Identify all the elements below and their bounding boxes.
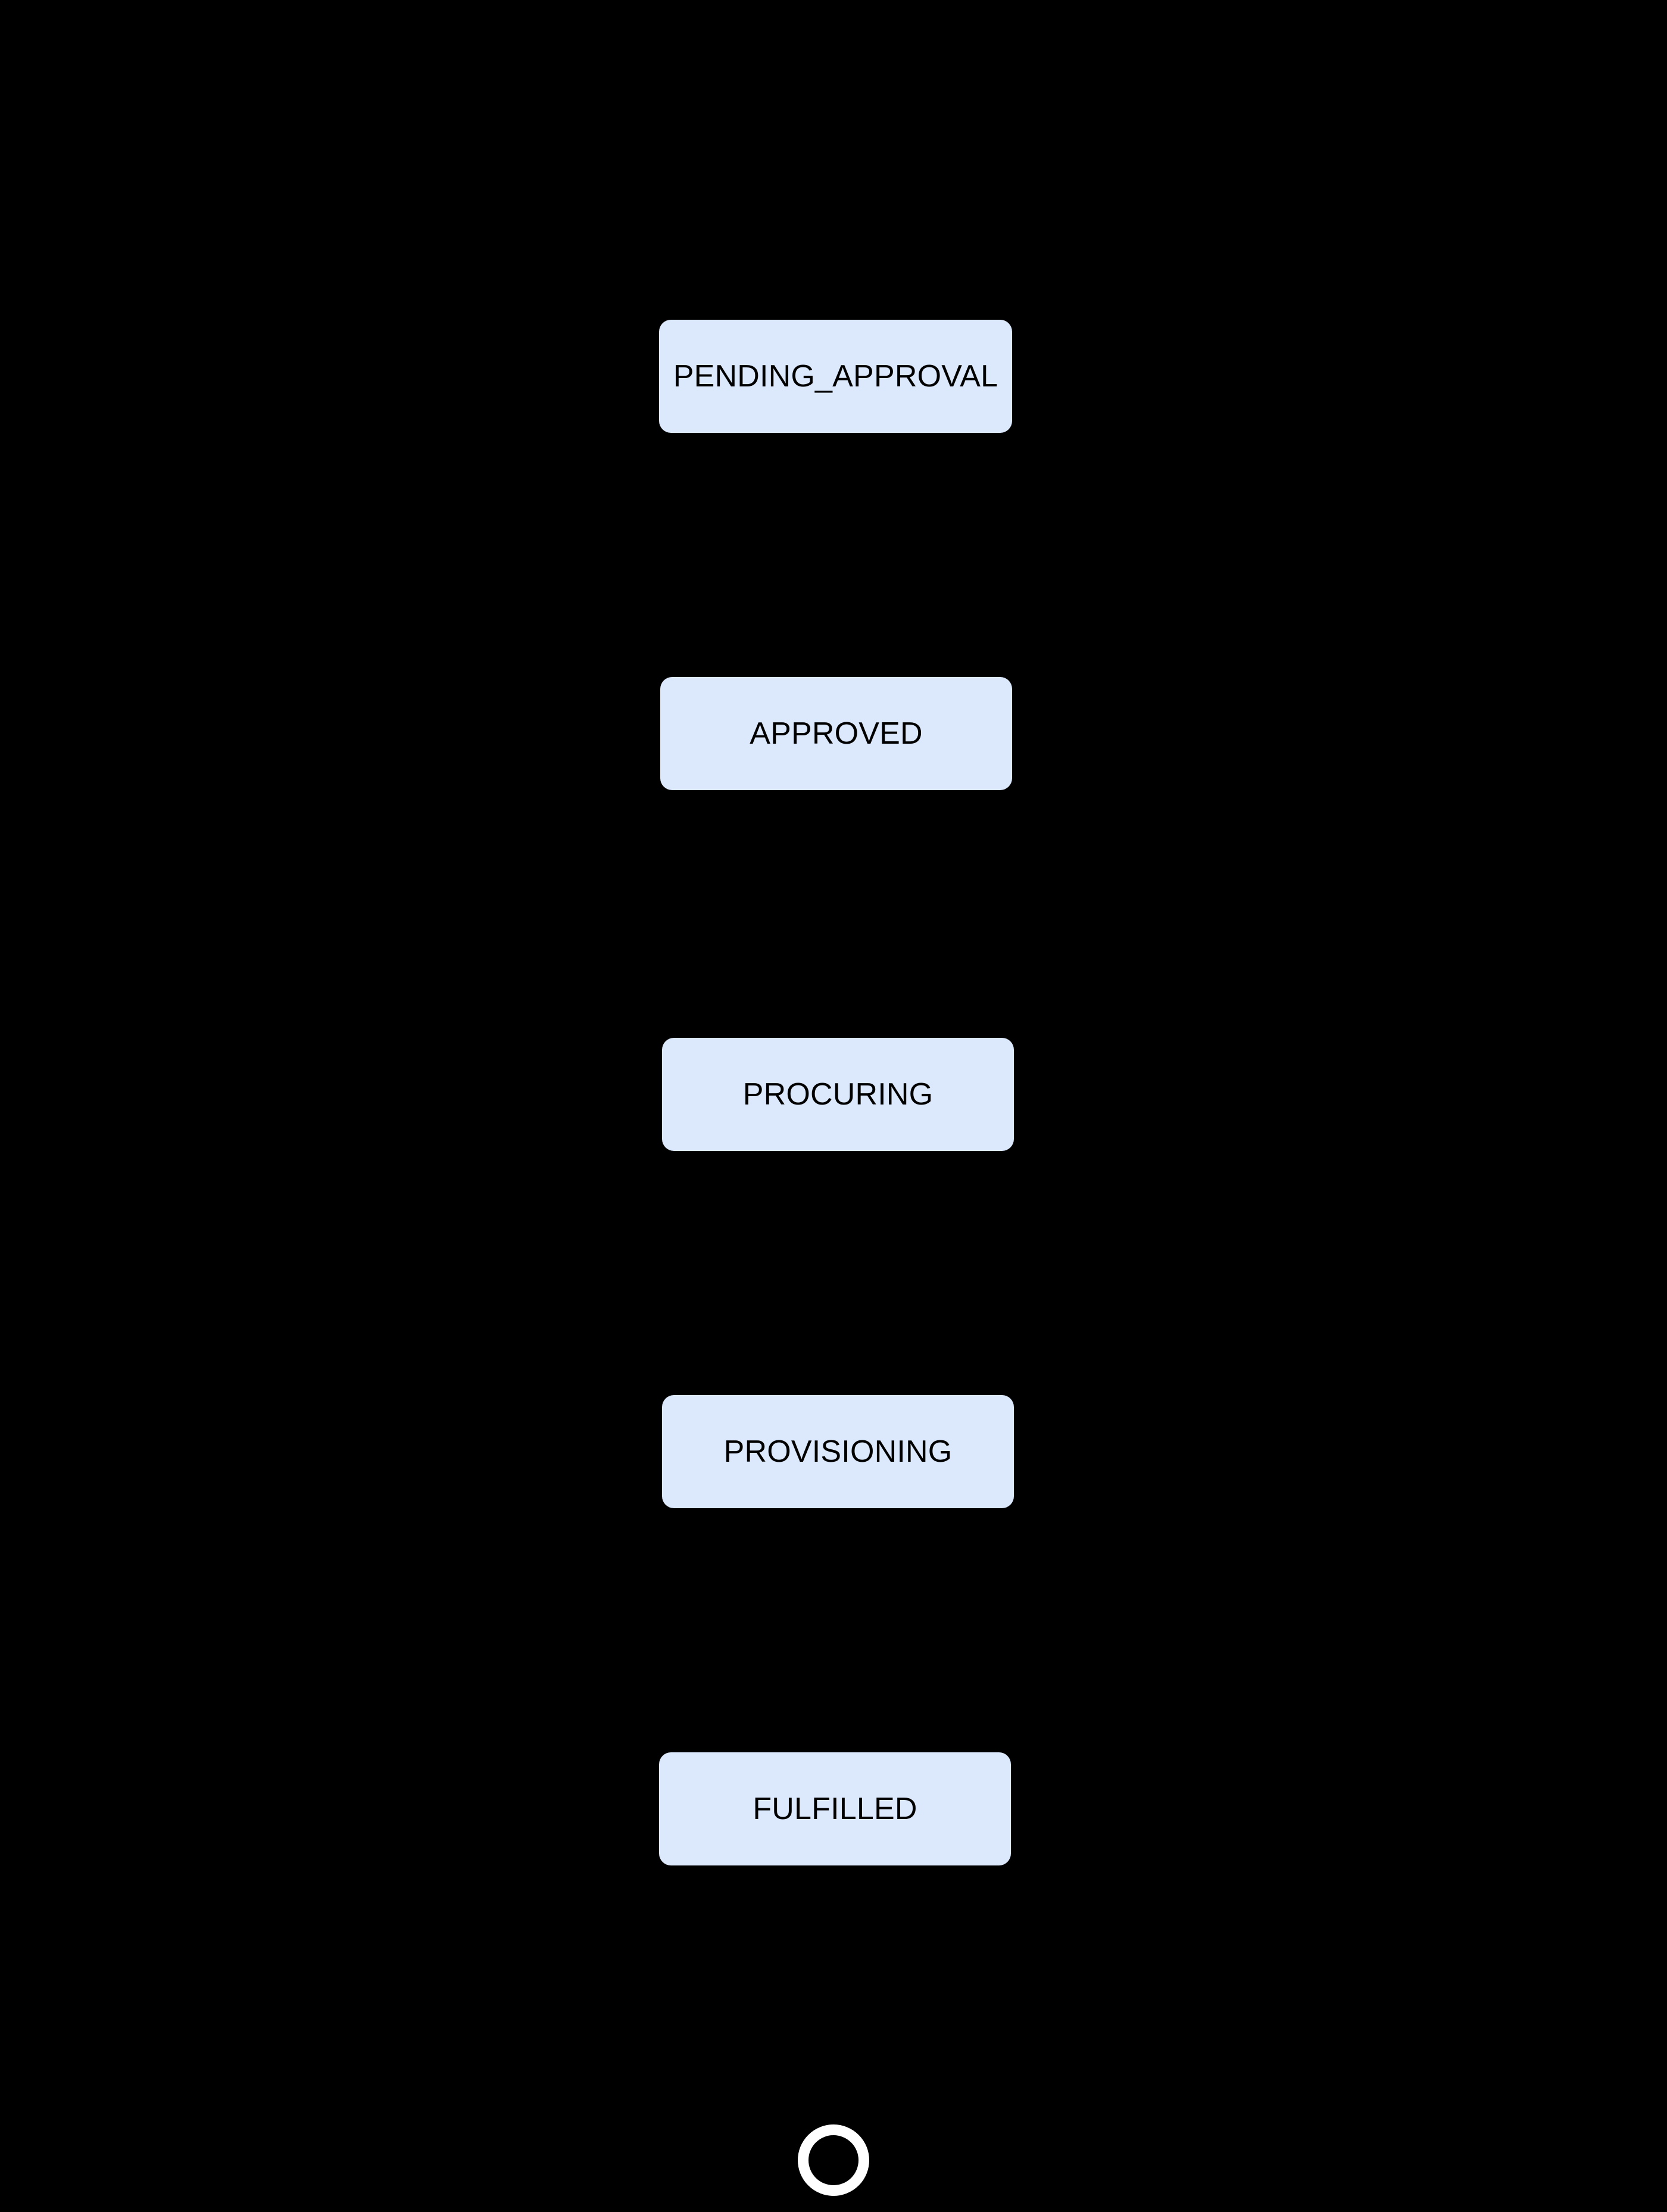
- state-node-label: APPROVED: [750, 716, 923, 751]
- state-node-approved[interactable]: APPROVED: [660, 677, 1012, 790]
- state-node-label: PENDING_APPROVAL: [673, 359, 998, 394]
- state-node-label: FULFILLED: [753, 1792, 917, 1826]
- state-node-label: PROVISIONING: [723, 1434, 953, 1469]
- state-node-fulfilled[interactable]: FULFILLED: [659, 1752, 1011, 1865]
- state-node-label: PROCURING: [742, 1077, 934, 1112]
- state-node-procuring[interactable]: PROCURING: [662, 1038, 1014, 1151]
- state-node-pending-approval[interactable]: PENDING_APPROVAL: [659, 320, 1012, 433]
- state-node-provisioning[interactable]: PROVISIONING: [662, 1395, 1014, 1508]
- end-state-marker-icon: [798, 2124, 869, 2196]
